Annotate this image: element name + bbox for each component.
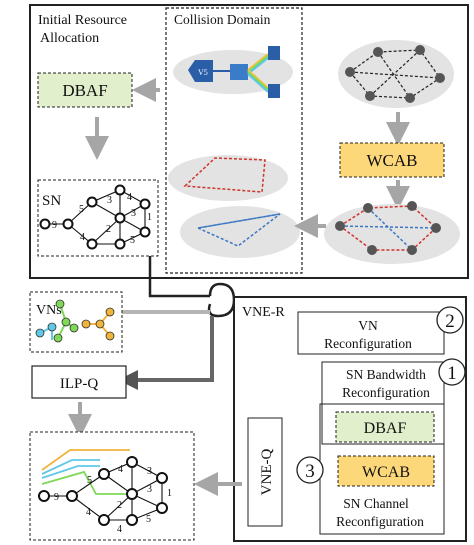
vns-label: VNs	[36, 303, 62, 318]
network-nodes-bottom	[335, 201, 441, 255]
vm-icon-top	[268, 46, 280, 60]
vm-icon-bottom	[268, 84, 280, 98]
device-label: V5	[198, 68, 208, 77]
wcab-label: WCAB	[367, 151, 418, 170]
wcab-inner-label: WCAB	[362, 464, 410, 481]
loop-connector	[207, 282, 236, 318]
step-1-badge	[438, 358, 466, 386]
svg-text:4: 4	[118, 464, 123, 475]
svg-text:1: 1	[147, 212, 152, 223]
vswitch-icon	[195, 60, 213, 82]
vne-r-title: VNE-R	[242, 305, 285, 320]
sn-ch-line2: Reconfiguration	[336, 514, 424, 529]
vne-q-box	[247, 417, 283, 527]
network-nodes-top	[345, 45, 445, 103]
svg-text:1: 1	[167, 488, 172, 499]
svg-text:2: 2	[106, 224, 111, 235]
dbaf-inner-box	[335, 411, 435, 443]
result-weight-labels: 9 5 4 2 3 4 3 1 5 4	[54, 464, 172, 535]
vn-reconfiguration-box	[297, 311, 445, 355]
device-group: V5	[173, 46, 293, 98]
vn-graphs	[35, 299, 115, 343]
svg-text:3: 3	[147, 484, 152, 495]
svg-text:4: 4	[80, 232, 85, 243]
svg-text:4: 4	[86, 507, 91, 518]
svg-text:3: 3	[107, 195, 112, 206]
svg-text:9: 9	[54, 492, 59, 503]
initial-allocation-title-1: Initial Resource	[38, 13, 127, 28]
ilp-q-label: ILP-Q	[60, 376, 98, 392]
collision-domain-title: Collision Domain	[174, 12, 271, 27]
dbaf-inner-label: DBAF	[364, 420, 407, 437]
svg-text:4: 4	[127, 192, 132, 203]
sn-bw-line2: Reconfiguration	[342, 385, 430, 400]
ilp-q-box	[31, 365, 127, 399]
vne-q-label: VNE-Q	[259, 449, 275, 496]
sn-nodes	[39, 184, 151, 250]
step-3-badge	[296, 456, 324, 484]
wcab-box	[339, 142, 445, 178]
arrow-to-ilp	[118, 316, 214, 390]
network-ellipse-bottom	[324, 204, 460, 264]
vn-reconf-line2: Reconfiguration	[324, 336, 412, 351]
wcab-inner-box	[337, 455, 435, 487]
sn-ch-line1: SN Channel	[343, 496, 409, 511]
svg-text:2: 2	[117, 500, 122, 511]
svg-text:3: 3	[131, 208, 136, 219]
initial-allocation-title-2: Allocation	[40, 31, 99, 46]
svg-text:9: 9	[52, 220, 57, 231]
cd-ellipse-blue	[180, 206, 300, 258]
result-mapping-box	[29, 431, 195, 541]
svg-text:5: 5	[87, 475, 92, 486]
step-2-number: 2	[445, 311, 455, 332]
sn-weight-labels: 9 5 4 2 3 4 3 1 5	[52, 192, 152, 246]
step-3-number: 3	[305, 461, 315, 482]
sn-label: SN	[42, 193, 61, 209]
svg-text:5: 5	[130, 235, 135, 246]
sn-to-vner-line	[148, 256, 210, 298]
svg-text:5: 5	[146, 514, 151, 525]
sn-box	[37, 179, 159, 257]
step-1-number: 1	[447, 363, 457, 384]
cd-links	[183, 157, 281, 247]
dbaf-label: DBAF	[62, 81, 107, 100]
vn-reconf-line1: VN	[358, 318, 378, 333]
svg-text:4: 4	[117, 524, 122, 535]
vns-box	[29, 291, 123, 353]
step-2-badge	[436, 306, 464, 334]
sn-bw-line1: SN Bandwidth	[346, 367, 426, 382]
result-nodes	[38, 456, 168, 526]
svg-text:3: 3	[147, 466, 152, 477]
switch-icon	[230, 64, 248, 80]
svg-text:5: 5	[79, 204, 84, 215]
cd-ellipse-red	[168, 155, 288, 201]
